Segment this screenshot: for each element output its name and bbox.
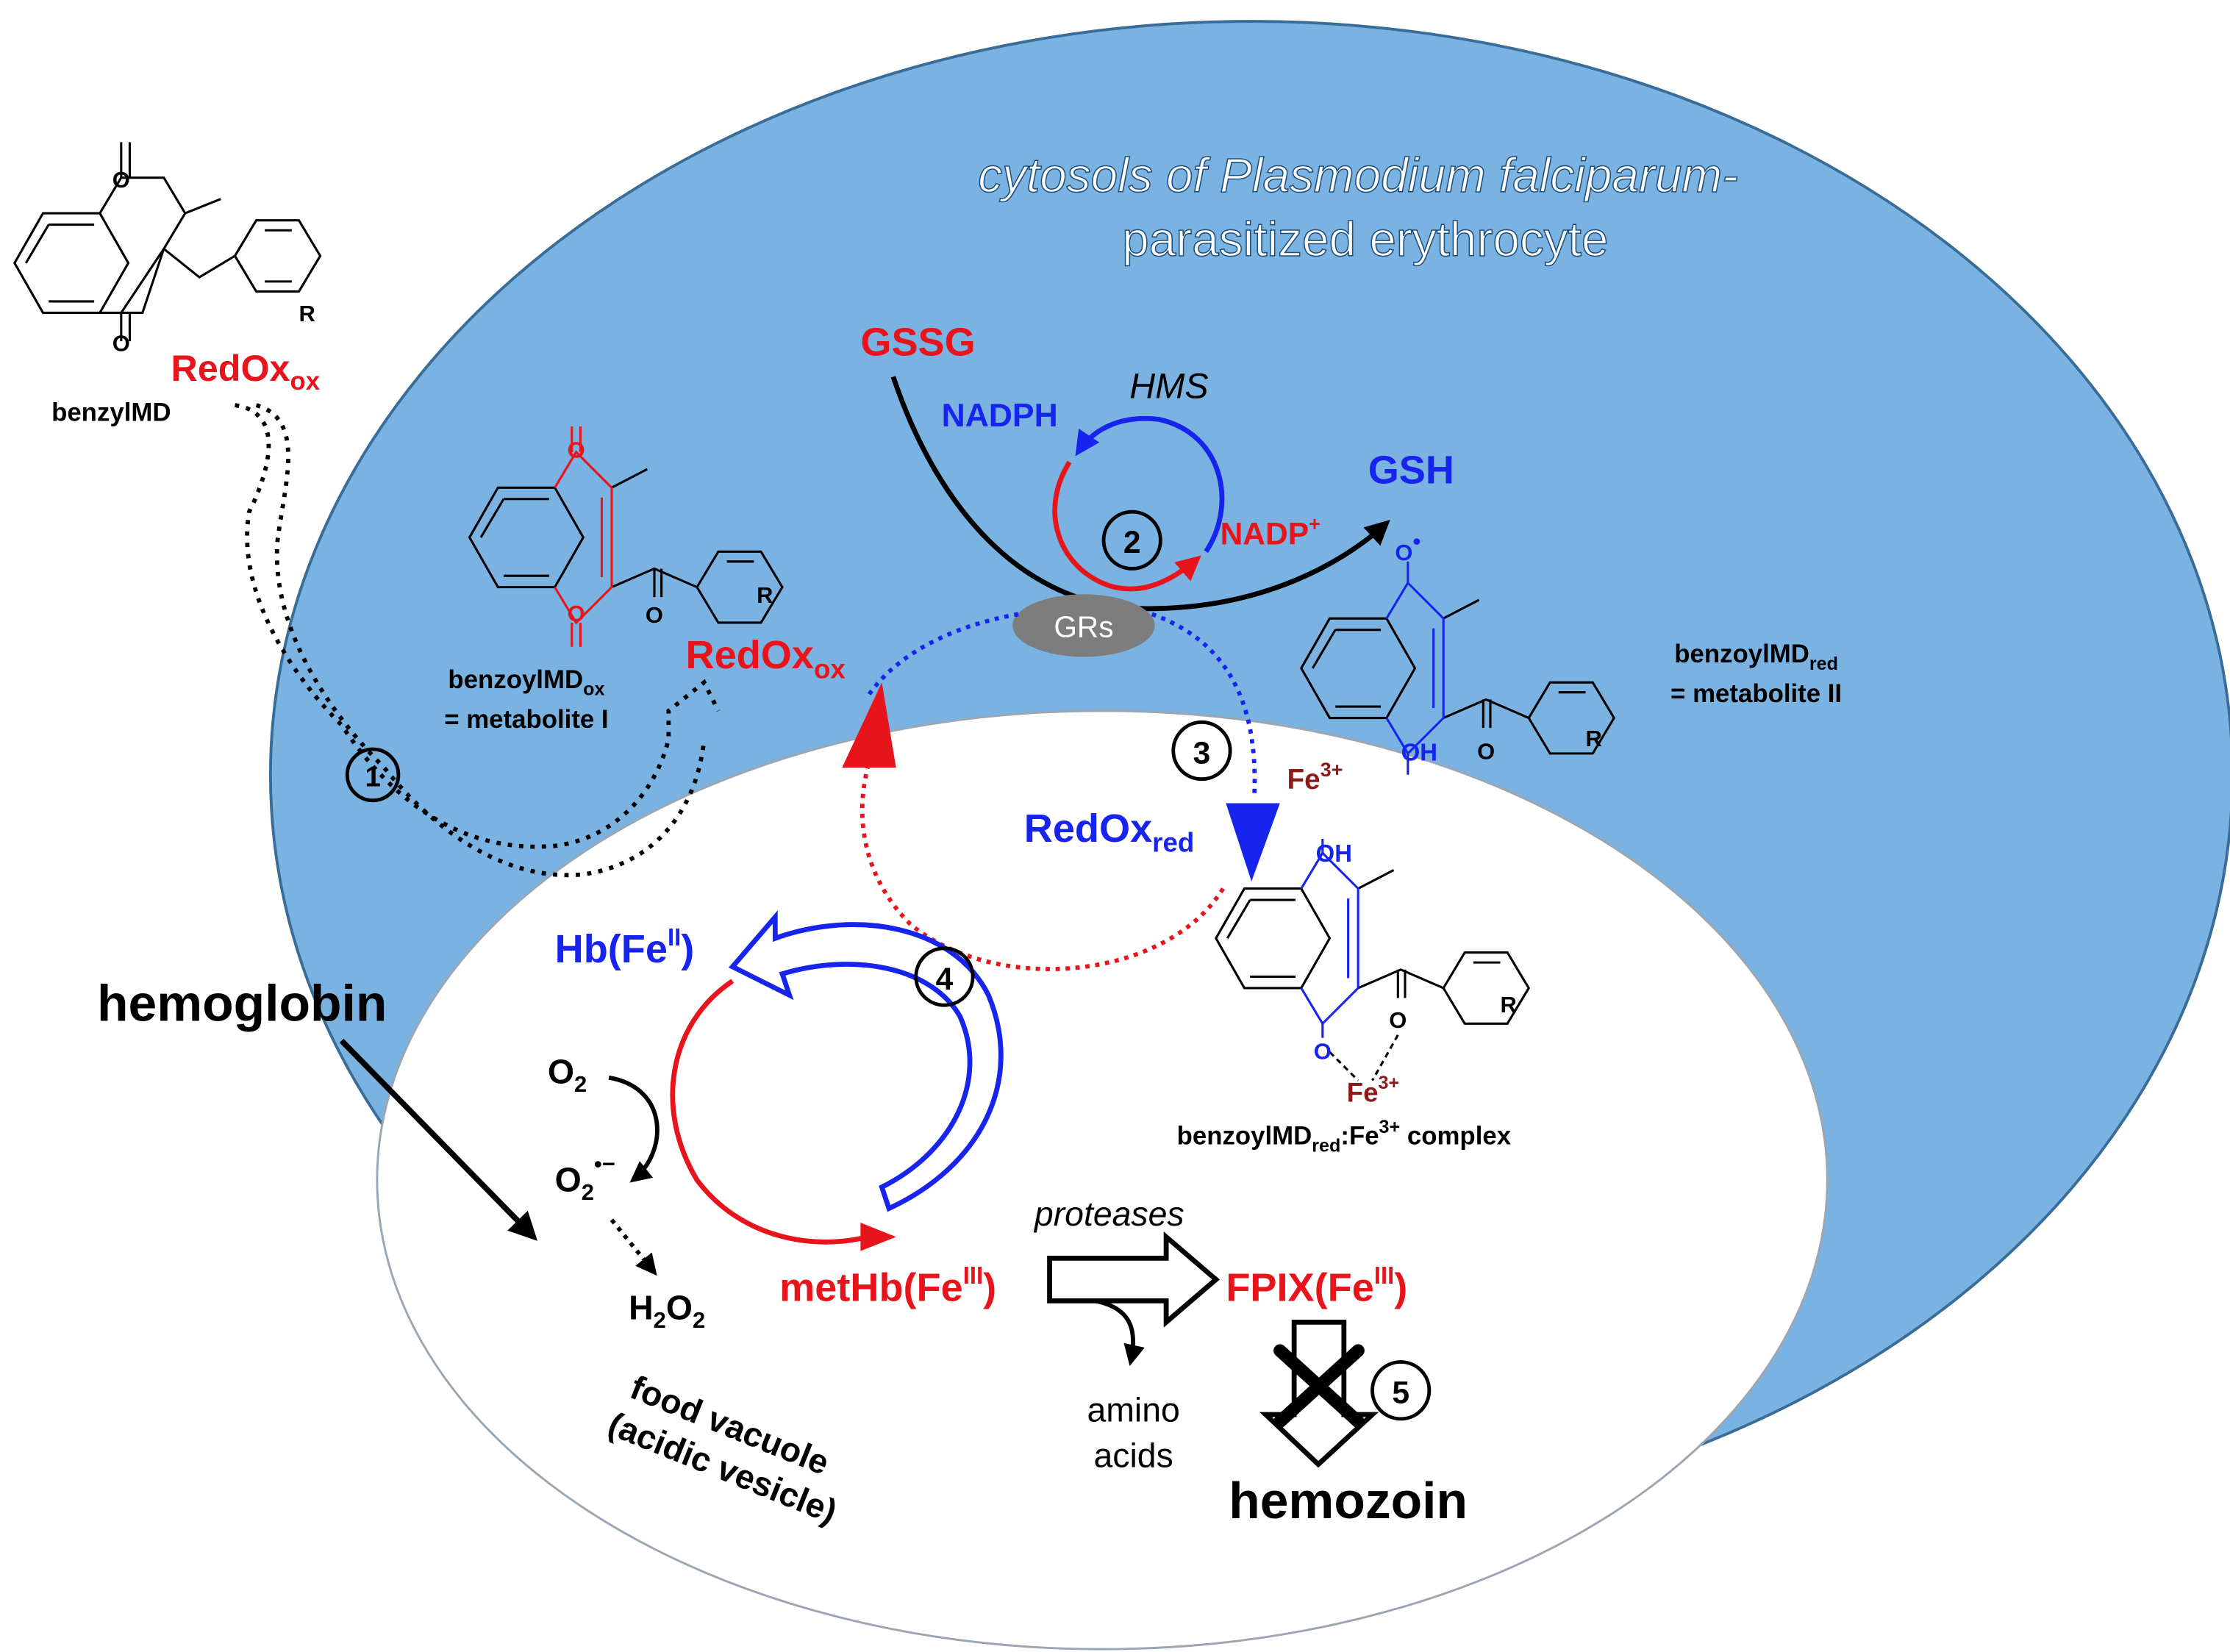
benzylmd-label: benzylMD [51, 398, 171, 426]
benzylmd-o-bottom: O [112, 331, 130, 357]
hb-cycle-red-arc [670, 979, 868, 1245]
grs-label: GRs [1054, 609, 1113, 643]
methb-arrowhead [860, 1223, 896, 1251]
complex-r: R [1501, 992, 1517, 1018]
metabolite-ii-label: = metabolite II [1670, 679, 1842, 708]
fe3-free-label: Fe3+ [1287, 758, 1343, 795]
food-vacuole [376, 709, 1829, 1651]
uptake-path [235, 403, 721, 878]
cytosol-title-line1: cytosols of Plasmodium falciparum- [978, 148, 1738, 202]
benzoylmd-red-structure [1300, 561, 1616, 775]
redox-cycle-red-dotted [860, 767, 1225, 971]
fe3-bound-label: Fe3+ [1347, 1073, 1400, 1107]
benzoyl-red-oh: OH [1401, 739, 1437, 766]
metabolite-i-label: = metabolite I [444, 705, 608, 734]
step-1-badge [345, 747, 401, 803]
benzoyl-red-r: R [1586, 726, 1602, 751]
complex-oh: OH [1316, 840, 1352, 867]
benzoylmd-ox-structure [468, 426, 784, 647]
step-5-badge [1370, 1360, 1432, 1421]
redox-ox-arrowhead [842, 682, 896, 768]
hemoglobin-arrow [339, 1038, 538, 1241]
benzoyl-red-o-radical: O• [1395, 528, 1420, 565]
fe-complex-structure [1215, 838, 1531, 1081]
benzoyl-red-label: benzoylMDred [1674, 640, 1838, 674]
hb-cycle-blue-hollow-arrow [728, 910, 1004, 1212]
superoxide-to-h2o2-arrow [610, 1218, 657, 1276]
proteases-hollow-arrow [1047, 1231, 1220, 1328]
benzylmd-r: R [299, 301, 315, 326]
redox-ox-top-label: RedOxox [171, 347, 320, 396]
step-3-number: 3 [1193, 735, 1211, 770]
superoxide-label: O2•− [555, 1151, 615, 1205]
step-5-number: 5 [1392, 1376, 1409, 1411]
proteases-label: proteases [1033, 1195, 1184, 1233]
hms-label: HMS [1129, 366, 1208, 406]
amino-acids-arrow [1094, 1298, 1145, 1367]
grs-enzyme [1012, 594, 1155, 657]
inhibition-cross [1273, 1344, 1365, 1428]
redox-cycle-blue-to-red [1151, 612, 1257, 797]
benzoyl-ox-o-ketone: O [646, 602, 663, 628]
redox-ox-mid-label: RedOxox [686, 633, 846, 684]
step-4-badge [914, 946, 975, 1007]
complex-o-phenolate: O [1314, 1039, 1332, 1065]
amino-label: amino [1087, 1391, 1179, 1429]
o2-label: O2 [548, 1053, 587, 1098]
gsh-label: GSH [1368, 448, 1454, 492]
hemoglobin-label: hemoglobin [97, 974, 387, 1031]
nadph-cycle-blue [1075, 415, 1225, 554]
nadph-cycle-red [1052, 460, 1201, 592]
methb-label: metHb(FeIII) [779, 1262, 996, 1309]
benzoyl-ox-o-bottom: O [568, 601, 585, 626]
complex-o-ketone: O [1389, 1007, 1407, 1033]
hb-label: Hb(FeII) [555, 923, 695, 971]
gssg-label: GSSG [860, 320, 975, 364]
h2o2-label: H2O2 [629, 1289, 705, 1334]
nadph-label: NADPH [942, 398, 1058, 434]
benzylmd-structure [13, 142, 322, 342]
step-2-badge [1101, 509, 1162, 571]
benzylmd-o-top: O [112, 167, 130, 193]
o2-to-superoxide-arrow [608, 1075, 660, 1183]
step-3-badge [1171, 720, 1232, 782]
cytosol-title-line2: parasitized erythrocyte [1122, 212, 1608, 266]
nadp-label: NADP+ [1221, 512, 1321, 551]
step-4-number: 4 [936, 962, 954, 997]
step-2-number: 2 [1123, 525, 1141, 560]
benzoyl-ox-r: R [757, 582, 773, 608]
fpix-label: FPIX(FeIII) [1226, 1262, 1407, 1309]
step-1-number: 1 [365, 761, 381, 793]
fe-complex-label: benzoylMDred:Fe3+ complex [1177, 1117, 1512, 1156]
benzoyl-ox-o-top: O [568, 437, 585, 463]
hemozoin-label: hemozoin [1229, 1472, 1468, 1529]
benzoyl-ox-label: benzoylMDox [448, 665, 604, 700]
redox-red-arrowhead [1226, 803, 1280, 882]
benzoyl-red-o-ketone: O [1477, 739, 1495, 765]
redox-red-label: RedOxred [1024, 807, 1195, 858]
acids-label: acids [1093, 1437, 1173, 1475]
